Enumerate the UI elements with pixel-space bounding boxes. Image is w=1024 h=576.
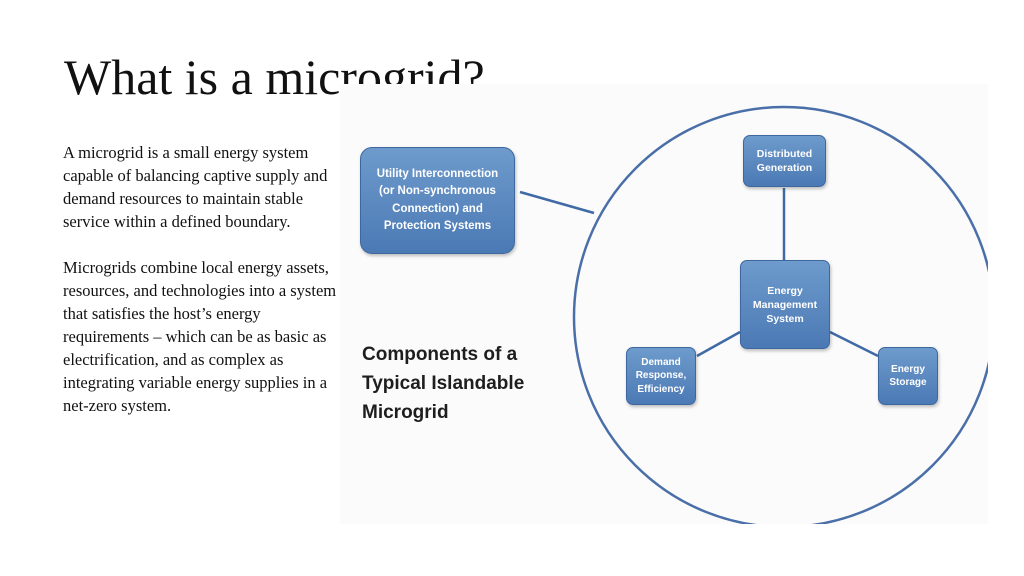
node-utility-interconnection: Utility Interconnection (or Non-synchron…	[360, 147, 515, 254]
microgrid-diagram: Utility Interconnection (or Non-synchron…	[340, 84, 988, 524]
slide-body-text: A microgrid is a small energy system cap…	[63, 141, 348, 440]
node-energy-management-system: Energy Management System	[740, 260, 830, 349]
node-storage-label: Energy Storage	[889, 363, 927, 389]
paragraph-definition: A microgrid is a small energy system cap…	[63, 143, 328, 231]
diagram-caption: Components of a Typical Islandable Micro…	[362, 344, 525, 423]
connector-ems-storage	[829, 330, 879, 358]
node-demand-response: Demand Response, Efficiency	[626, 347, 696, 405]
paragraph-components: Microgrids combine local energy assets, …	[63, 258, 337, 415]
node-utility-label: Utility Interconnection (or Non-synchron…	[376, 167, 499, 233]
connector-ems-demand	[696, 330, 741, 358]
node-demand-label: Demand Response, Efficiency	[635, 356, 687, 395]
node-distributed-label: Distributed Generation	[756, 148, 813, 174]
microgrid-boundary-circle	[572, 105, 988, 524]
node-ems-label: Energy Management System	[752, 284, 818, 325]
node-energy-storage: Energy Storage	[878, 347, 938, 405]
diagram-connectors	[519, 105, 988, 524]
connector-utility-boundary	[519, 190, 595, 215]
node-distributed-generation: Distributed Generation	[743, 135, 826, 187]
